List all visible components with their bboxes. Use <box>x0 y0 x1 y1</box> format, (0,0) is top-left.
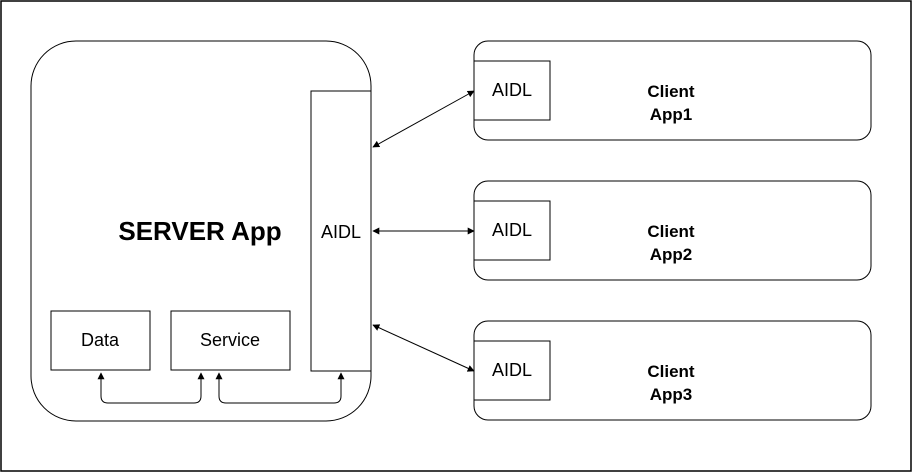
arrow-server-client1 <box>372 90 475 148</box>
client-app1-name-line1: Client <box>647 82 695 101</box>
client-app1-name-line2: App1 <box>650 105 693 124</box>
client-app1-aidl-label: AIDL <box>492 80 532 100</box>
arrow-server-client3 <box>372 324 475 372</box>
data-box <box>50 310 151 371</box>
client-app3-name-line1: Client <box>647 362 695 381</box>
client-app3-aidl-label: AIDL <box>492 360 532 380</box>
client-app2-aidl-label: AIDL <box>492 220 532 240</box>
server-app-title: SERVER App <box>118 216 281 246</box>
client-app1-aidl-box <box>473 60 551 121</box>
service-box <box>170 310 291 371</box>
server-aidl-label: AIDL <box>321 222 361 242</box>
server-aidl-box <box>310 90 372 372</box>
client-app2-name-line1: Client <box>647 222 695 241</box>
data-label: Data <box>81 330 120 350</box>
client-app3-aidl-box <box>473 340 551 401</box>
service-label: Service <box>200 330 260 350</box>
client-app3-name-line2: App3 <box>650 385 693 404</box>
client-app2-aidl-box <box>473 200 551 261</box>
client-app2-name-line2: App2 <box>650 245 693 264</box>
data-service-connector <box>97 372 205 404</box>
service-aidl-connector <box>215 372 345 404</box>
